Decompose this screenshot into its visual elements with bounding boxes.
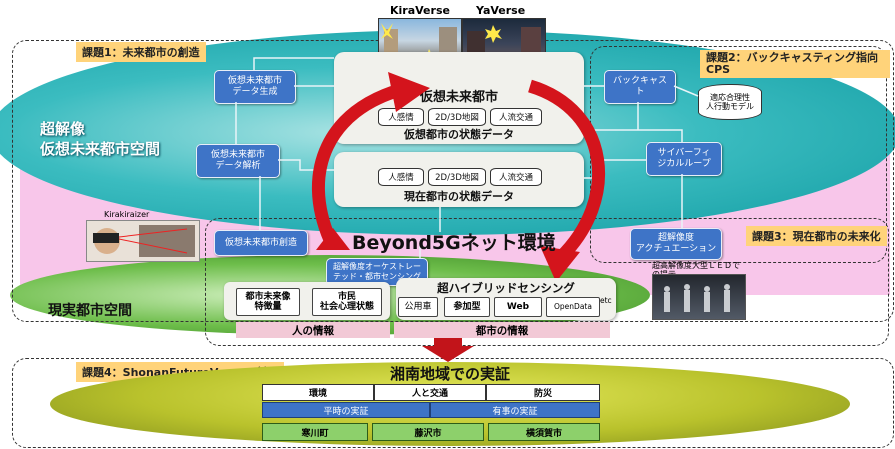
human-info-future-image-label: 都市未来像 特徴量: [245, 292, 290, 313]
city-info-web: Web: [494, 297, 542, 317]
city-info-participatory: 参加型: [444, 297, 490, 317]
led-display-photo: [652, 274, 746, 320]
shonan-fujisawa: 藤沢市: [372, 423, 484, 441]
shonan-title: 湘南地域での実証: [260, 363, 640, 384]
shonan-emergency: 有事の実証: [430, 402, 600, 418]
human-info-citizen-state: 市民 社会心理状態: [312, 288, 382, 316]
city-info-official-car: 公用車: [398, 297, 438, 317]
city-info-opendata: OpenData: [546, 297, 600, 317]
vr-headset-user-icon: [87, 221, 199, 261]
network-title: Beyond5Gネット環境: [352, 228, 556, 255]
human-info-future-image: 都市未来像 特徴量: [236, 288, 300, 316]
shonan-traffic: 人と交通: [374, 384, 486, 401]
city-info-etc: etc: [600, 296, 612, 305]
down-arrow: [420, 338, 476, 362]
human-info-label: 人の情報: [236, 322, 390, 338]
city-info-label: 都市の情報: [394, 322, 610, 338]
human-info-citizen-state-label: 市民 社会心理状態: [320, 292, 374, 313]
kirakiraizer-label: Kirakiraizer: [104, 210, 149, 219]
shonan-samukawa: 寒川町: [262, 423, 368, 441]
shonan-normal: 平時の実証: [262, 402, 430, 418]
people-silhouettes-icon: [653, 275, 745, 319]
shonan-env: 環境: [262, 384, 374, 401]
kirakiraizer-photo: [86, 220, 200, 262]
shonan-disaster: 防災: [486, 384, 600, 401]
shonan-yokosuka: 横須賀市: [488, 423, 600, 441]
sensing-title: 超ハイブリッドセンシング: [396, 280, 616, 296]
